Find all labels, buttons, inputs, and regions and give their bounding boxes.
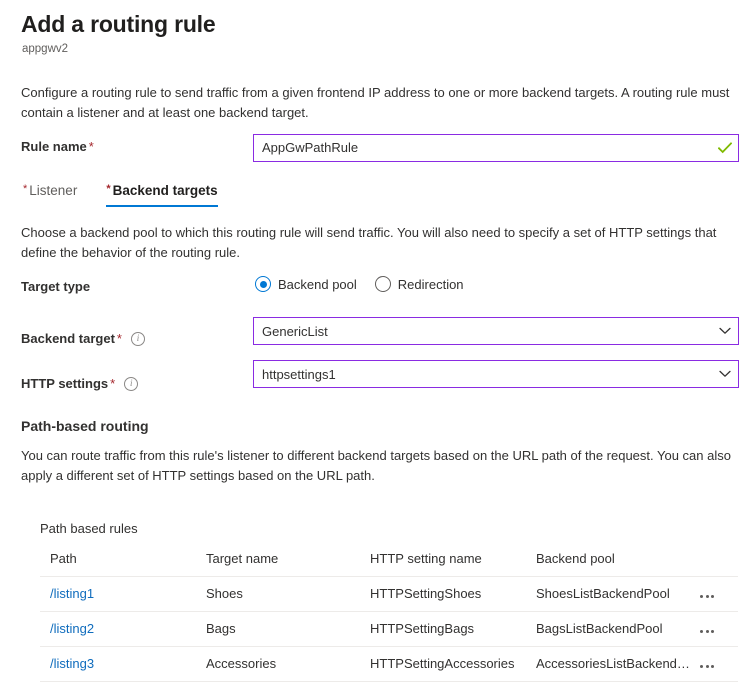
path-based-rules-table: Path Target name HTTP setting name Backe… xyxy=(40,547,738,682)
tab-listener-label: Listener xyxy=(29,183,78,198)
column-header-path: Path xyxy=(40,547,206,577)
more-options-icon[interactable] xyxy=(696,663,718,670)
cell-backend-pool-text: BagsListBackendPool xyxy=(536,621,663,636)
backend-targets-description: Choose a backend pool to which this rout… xyxy=(21,225,717,260)
cell-backend-pool: AccessoriesListBackendP... xyxy=(536,646,696,682)
radio-redirection-label: Redirection xyxy=(397,276,464,292)
cell-backend-pool-text: AccessoriesListBackendP... xyxy=(536,656,691,671)
backend-target-dropdown[interactable]: GenericList xyxy=(253,317,739,345)
chevron-down-icon xyxy=(712,361,738,387)
column-header-backend-pool: Backend pool xyxy=(536,547,696,577)
table-body: /listing1 Shoes HTTPSettingShoes ShoesLi… xyxy=(40,576,738,682)
more-options-icon[interactable] xyxy=(696,628,718,635)
table-row: /listing2 Bags HTTPSettingBags BagsListB… xyxy=(40,611,738,647)
cell-backend-pool-text: ShoesListBackendPool xyxy=(536,586,670,601)
path-based-rules-caption: Path based rules xyxy=(40,521,138,536)
cell-actions xyxy=(696,646,738,682)
cell-http-setting-name: HTTPSettingShoes xyxy=(370,576,536,612)
http-settings-label-text: HTTP settings xyxy=(21,376,109,391)
tab-backend-targets[interactable]: * Backend targets xyxy=(102,183,225,207)
target-type-label: Target type xyxy=(21,279,91,294)
tab-listener[interactable]: * Listener xyxy=(19,183,85,207)
table-row: /listing1 Shoes HTTPSettingShoes ShoesLi… xyxy=(40,576,738,612)
radio-redirection[interactable]: Redirection xyxy=(374,276,464,292)
cell-actions xyxy=(696,611,738,647)
table-row: /listing3 Accessories HTTPSettingAccesso… xyxy=(40,646,738,682)
path-link[interactable]: /listing1 xyxy=(50,586,95,601)
intro-description: Configure a routing rule to send traffic… xyxy=(21,85,730,120)
cell-actions xyxy=(696,576,738,612)
info-icon[interactable]: i xyxy=(130,331,145,346)
tab-backend-targets-label: Backend targets xyxy=(112,183,218,198)
page-title: Add a routing rule xyxy=(21,11,216,37)
cell-http-setting-name: HTTPSettingBags xyxy=(370,611,536,647)
table-header-row: Path Target name HTTP setting name Backe… xyxy=(40,547,738,577)
radio-backend-pool-label: Backend pool xyxy=(278,276,357,292)
rule-name-input[interactable]: AppGwPathRule xyxy=(253,134,739,162)
cell-backend-pool: BagsListBackendPool xyxy=(536,611,696,647)
radio-redirection-indicator[interactable] xyxy=(374,276,391,292)
cell-path: /listing1 xyxy=(40,576,206,612)
http-settings-dropdown[interactable]: httpsettings1 xyxy=(253,360,739,388)
radio-backend-pool[interactable]: Backend pool xyxy=(255,276,357,292)
http-settings-required-marker: * xyxy=(110,376,116,391)
cell-http-setting-name: HTTPSettingAccessories xyxy=(370,646,536,682)
cell-target-name: Bags xyxy=(206,611,370,647)
cell-path: /listing2 xyxy=(40,611,206,647)
path-link[interactable]: /listing2 xyxy=(50,621,95,636)
check-icon xyxy=(712,135,738,161)
backend-target-label: Backend target* i xyxy=(21,331,145,346)
cell-target-name: Shoes xyxy=(206,576,370,612)
http-settings-dropdown-value: httpsettings1 xyxy=(262,366,336,382)
radio-backend-pool-indicator[interactable] xyxy=(255,276,271,292)
rule-name-required-marker: * xyxy=(88,139,94,154)
rule-name-label-text: Rule name xyxy=(21,139,87,154)
tab-listener-required-marker: * xyxy=(23,183,28,195)
backend-target-label-text: Backend target xyxy=(21,331,115,346)
table-header: Path Target name HTTP setting name Backe… xyxy=(40,547,738,577)
cell-path: /listing3 xyxy=(40,646,206,682)
target-type-radio-group: Backend pool Redirection xyxy=(255,276,464,292)
backend-target-required-marker: * xyxy=(116,331,122,346)
column-header-actions xyxy=(696,547,738,577)
path-link[interactable]: /listing3 xyxy=(50,656,95,671)
chevron-down-icon xyxy=(712,318,738,344)
info-icon[interactable]: i xyxy=(124,376,139,391)
rule-name-label: Rule name* xyxy=(21,139,94,154)
column-header-http-setting-name: HTTP setting name xyxy=(370,547,536,577)
page-subtitle-resource-name: appgwv2 xyxy=(22,43,69,55)
http-settings-label: HTTP settings* i xyxy=(21,376,139,391)
tab-list: * Listener * Backend targets xyxy=(19,183,226,207)
column-header-target-name: Target name xyxy=(206,547,370,577)
path-based-routing-heading: Path-based routing xyxy=(21,418,149,434)
tab-backend-targets-required-marker: * xyxy=(106,183,111,195)
cell-backend-pool: ShoesListBackendPool xyxy=(536,576,696,612)
rule-name-input-value: AppGwPathRule xyxy=(262,140,359,155)
cell-target-name: Accessories xyxy=(206,646,370,682)
path-based-routing-description: You can route traffic from this rule's l… xyxy=(21,448,731,483)
more-options-icon[interactable] xyxy=(696,593,718,600)
backend-target-dropdown-value: GenericList xyxy=(262,323,328,339)
